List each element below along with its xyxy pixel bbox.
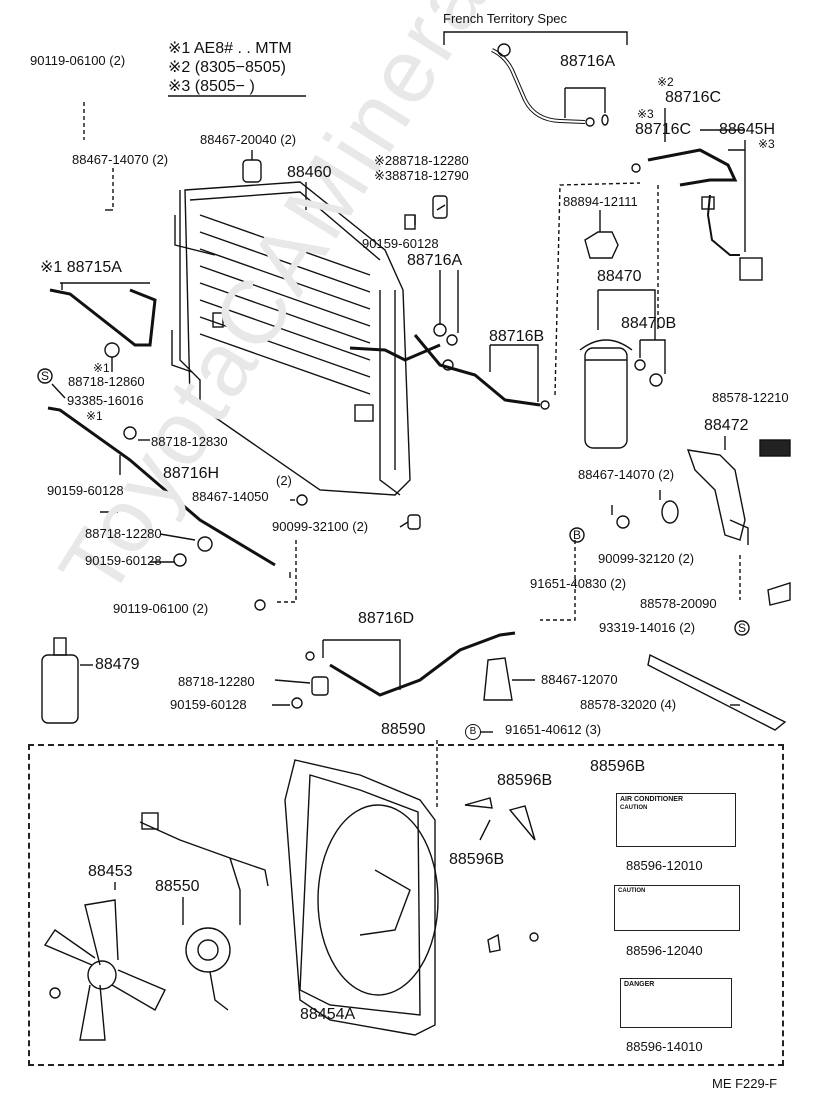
decal-88596-12010: AIR CONDITIONER CAUTION [616, 793, 736, 847]
label-90159-60128-bottom: 90159-60128 [170, 697, 247, 712]
label-88596-12040: 88596-12040 [626, 943, 703, 958]
label-88467-20040: 88467-20040 (2) [200, 132, 297, 147]
label-88716c-second: 88716C [635, 121, 692, 138]
label-88479: 88479 [95, 656, 140, 673]
label-88590: 88590 [381, 721, 426, 738]
decal-88596-12040: CAUTION [614, 885, 740, 931]
label-88718-12790-note3: ※388718-12790 [374, 168, 469, 183]
label-90119-06100-top: 90119-06100 (2) [30, 53, 126, 68]
shroud-88454a [284, 759, 439, 1036]
label-88550: 88550 [155, 878, 200, 895]
label-88596-12010: 88596-12010 [626, 858, 703, 873]
note-2: ※2 (8305−8505) [168, 59, 286, 76]
label-88578-20090: 88578-20090 [640, 596, 717, 611]
label-88596-14010: 88596-14010 [626, 1039, 703, 1054]
label-90159-60128-upper: 90159-60128 [362, 236, 439, 251]
label-88715a: ※1 88715A [40, 259, 122, 276]
label-88467-14070-left: 88467-14070 (2) [72, 152, 169, 167]
label-88645h-note3: ※3 [758, 137, 775, 151]
label-88578-12210: 88578-12210 [712, 390, 789, 405]
label-88467-14070-right: 88467-14070 (2) [578, 467, 675, 482]
label-88467-14050-qty: (2) [276, 473, 292, 488]
footer-code: ME F229-F [712, 1076, 778, 1091]
label-88596b-mid: 88596B [497, 772, 553, 789]
label-88645h: 88645H [719, 121, 776, 138]
label-88460: 88460 [287, 164, 332, 181]
label-88467-14050: 88467-14050 [192, 489, 269, 504]
label-88596b-left: 88596B [449, 851, 505, 868]
label-90119-06100-lower: 90119-06100 (2) [113, 601, 209, 616]
s-symbol-right-letter: S [738, 621, 747, 635]
b-symbol-circle: B [465, 724, 481, 740]
label-88716b: 88716B [489, 328, 545, 345]
label-88716h: 88716H [163, 465, 220, 482]
condenser-88460 [171, 181, 411, 496]
label-88718-12280-bottom: 88718-12280 [178, 674, 255, 689]
label-88716a-mid: 88716A [407, 252, 463, 269]
label-91651-40830: 91651-40830 (2) [530, 576, 627, 591]
label-93319-14016: 93319-14016 (2) [599, 620, 696, 635]
label-88716d: 88716D [358, 610, 415, 627]
b-symbol-letter: B [573, 528, 582, 542]
can-88479 [41, 637, 79, 724]
s-symbol-left [37, 368, 53, 384]
label-88470: 88470 [597, 268, 642, 285]
label-90099-32120: 90099-32120 (2) [598, 551, 695, 566]
label-88716c-top: 88716C [665, 89, 722, 106]
note-1: ※1 AE8# . . MTM [168, 40, 292, 57]
label-88453: 88453 [88, 863, 133, 880]
label-88716a-top: 88716A [560, 53, 616, 70]
decal-88596-14010: DANGER [620, 978, 732, 1028]
label-88470b: 88470B [621, 315, 677, 332]
label-88596b-right: 88596B [590, 758, 646, 775]
label-90159-60128-left: 90159-60128 [47, 483, 124, 498]
note-3: ※3 (8505− ) [168, 78, 255, 95]
label-91651-40612: 91651-40612 (3) [505, 722, 602, 737]
b-symbol-bottom: B [465, 723, 481, 740]
label-88467-12070: 88467-12070 [541, 672, 618, 687]
s-symbol-left-letter: S [41, 369, 50, 383]
fan-assembly-box [28, 744, 784, 1066]
label-88718-12860: 88718-12860 [68, 374, 145, 389]
label-88454a: 88454A [300, 1006, 356, 1023]
label-88716c-note2: ※2 [657, 75, 674, 89]
label-88718-12280-note2: ※288718-12280 [374, 153, 469, 168]
label-88472: 88472 [704, 417, 749, 434]
label-88718-12830: 88718-12830 [151, 434, 228, 449]
label-88894-12111: 88894-12111 [563, 194, 638, 209]
label-88718-12860-note: ※1 [93, 361, 110, 375]
label-90159-60128-left2: 90159-60128 [85, 553, 162, 568]
label-90099-32100: 90099-32100 (2) [272, 519, 369, 534]
label-88716h-note: ※1 [86, 409, 103, 423]
fan-88453 [43, 899, 166, 1041]
french-spec-label: French Territory Spec [443, 11, 568, 26]
label-88718-12280-left: 88718-12280 [85, 526, 162, 541]
receiver-88470 [579, 339, 633, 449]
label-88716c-note3: ※3 [637, 107, 654, 121]
label-88578-32020: 88578-32020 (4) [580, 697, 677, 712]
label-93385-16016: 93385-16016 [67, 393, 144, 408]
